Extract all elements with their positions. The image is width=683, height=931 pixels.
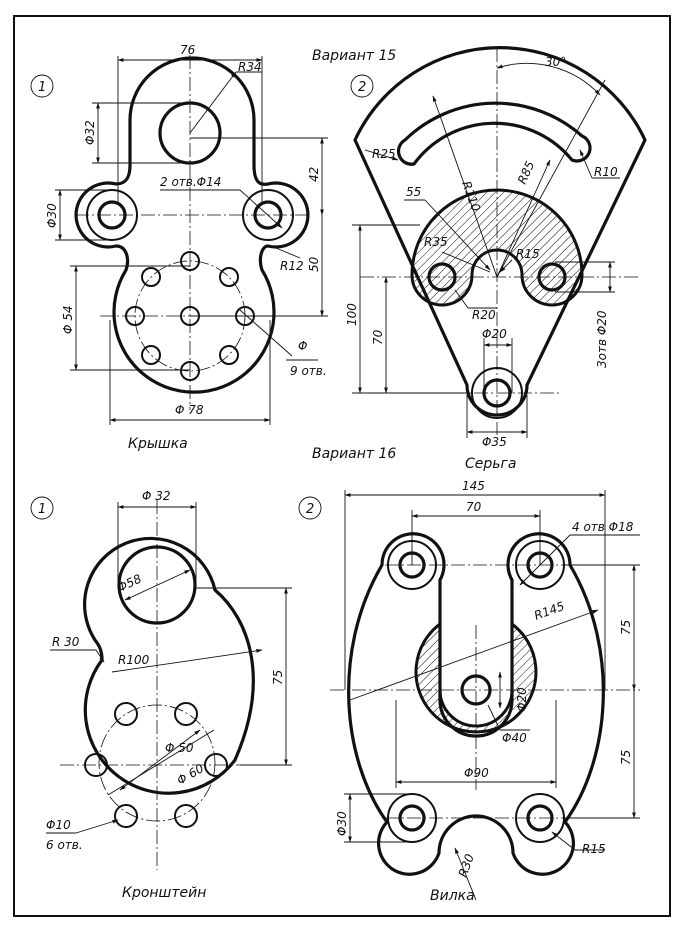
dim-h75: 75 [271,670,285,685]
dim-r15b: R15 [582,842,606,856]
dim-holes4: 4 отв Φ18 [572,520,634,534]
dim-r85: R85 [515,159,537,186]
dim-r30b: R 30 [52,635,80,649]
dim-w70: 70 [466,500,482,514]
part-number-3: 1 [38,502,46,517]
dim-d32: Φ32 [83,120,97,145]
dim-d40: Φ40 [502,731,527,745]
dim-r35: R35 [424,235,448,249]
dim-h100: 100 [345,303,359,326]
variant-16-label: Вариант 16 [312,446,396,462]
dim-a30: 30° [545,55,566,69]
dim-h75b: 75 [619,750,633,765]
dim-d32b: Φ 32 [142,489,171,503]
dim-w76: 76 [180,43,196,57]
part-name-kronshtein: Кронштейн [122,885,206,901]
part-name-serga: Серьга [465,456,516,472]
part-kronshtein: 1 Φ 32 Φ58 R 30 R100 75 Φ 50 Φ 60 [30,489,292,901]
dim-d30: Φ30 [45,203,59,228]
dim-h75a: 75 [619,620,633,635]
dim-r34: R34 [238,60,262,74]
dim-holes6: 6 отв. [46,838,83,852]
part-name-vilka: Вилка [430,888,475,904]
part-serga: 2 30° R25 R110 R85 R10 55 R35 R15 100 [345,46,647,472]
dim-d78: Φ 78 [175,403,204,417]
dim-r20: R20 [472,308,496,322]
dim-d90: Φ90 [464,766,489,780]
dim-d50: Φ 50 [165,741,194,755]
dim-h50: 50 [307,256,321,272]
dim-w145: 145 [462,479,485,493]
dim-d35: Φ35 [482,435,507,449]
dim-d54: Φ 54 [61,305,75,334]
part-number-2: 2 [358,80,366,95]
dim-n55: 55 [406,185,421,199]
part-vilka: 2 145 70 4 отв Φ18 R145 75 75 [298,479,640,904]
dim-d20: Φ20 [482,327,507,341]
dim-holes2: 2 отв.Φ14 [160,175,221,189]
variant-15-label: Вариант 15 [312,48,396,64]
dim-d30b: Φ30 [335,811,349,836]
part-kryshka: 1 76 R34 Φ32 Φ30 [30,43,328,452]
dim-r12: R12 [280,259,304,273]
part-number-4: 2 [306,502,314,517]
dim-r15: R15 [516,247,540,261]
dim-r25: R25 [372,147,396,161]
dim-d20b: Φ20 [515,687,529,712]
part-number: 1 [38,80,46,95]
part-name-kryshka: Крышка [128,436,188,452]
dim-r100: R100 [118,653,150,667]
dim-r145: R145 [532,599,566,623]
dim-r10: R10 [594,165,618,179]
dim-dia: Φ [298,339,307,353]
dim-h70: 70 [371,329,385,345]
dim-r30c: R30 [456,852,477,879]
dim-d10: Φ10 [46,818,71,832]
dim-h42: 42 [307,167,321,182]
dim-holes9: 9 отв. [290,364,327,378]
sheet-frame [13,15,671,917]
part-number-circle [30,74,54,98]
dim-holes3: 3отв Φ20 [595,310,609,368]
